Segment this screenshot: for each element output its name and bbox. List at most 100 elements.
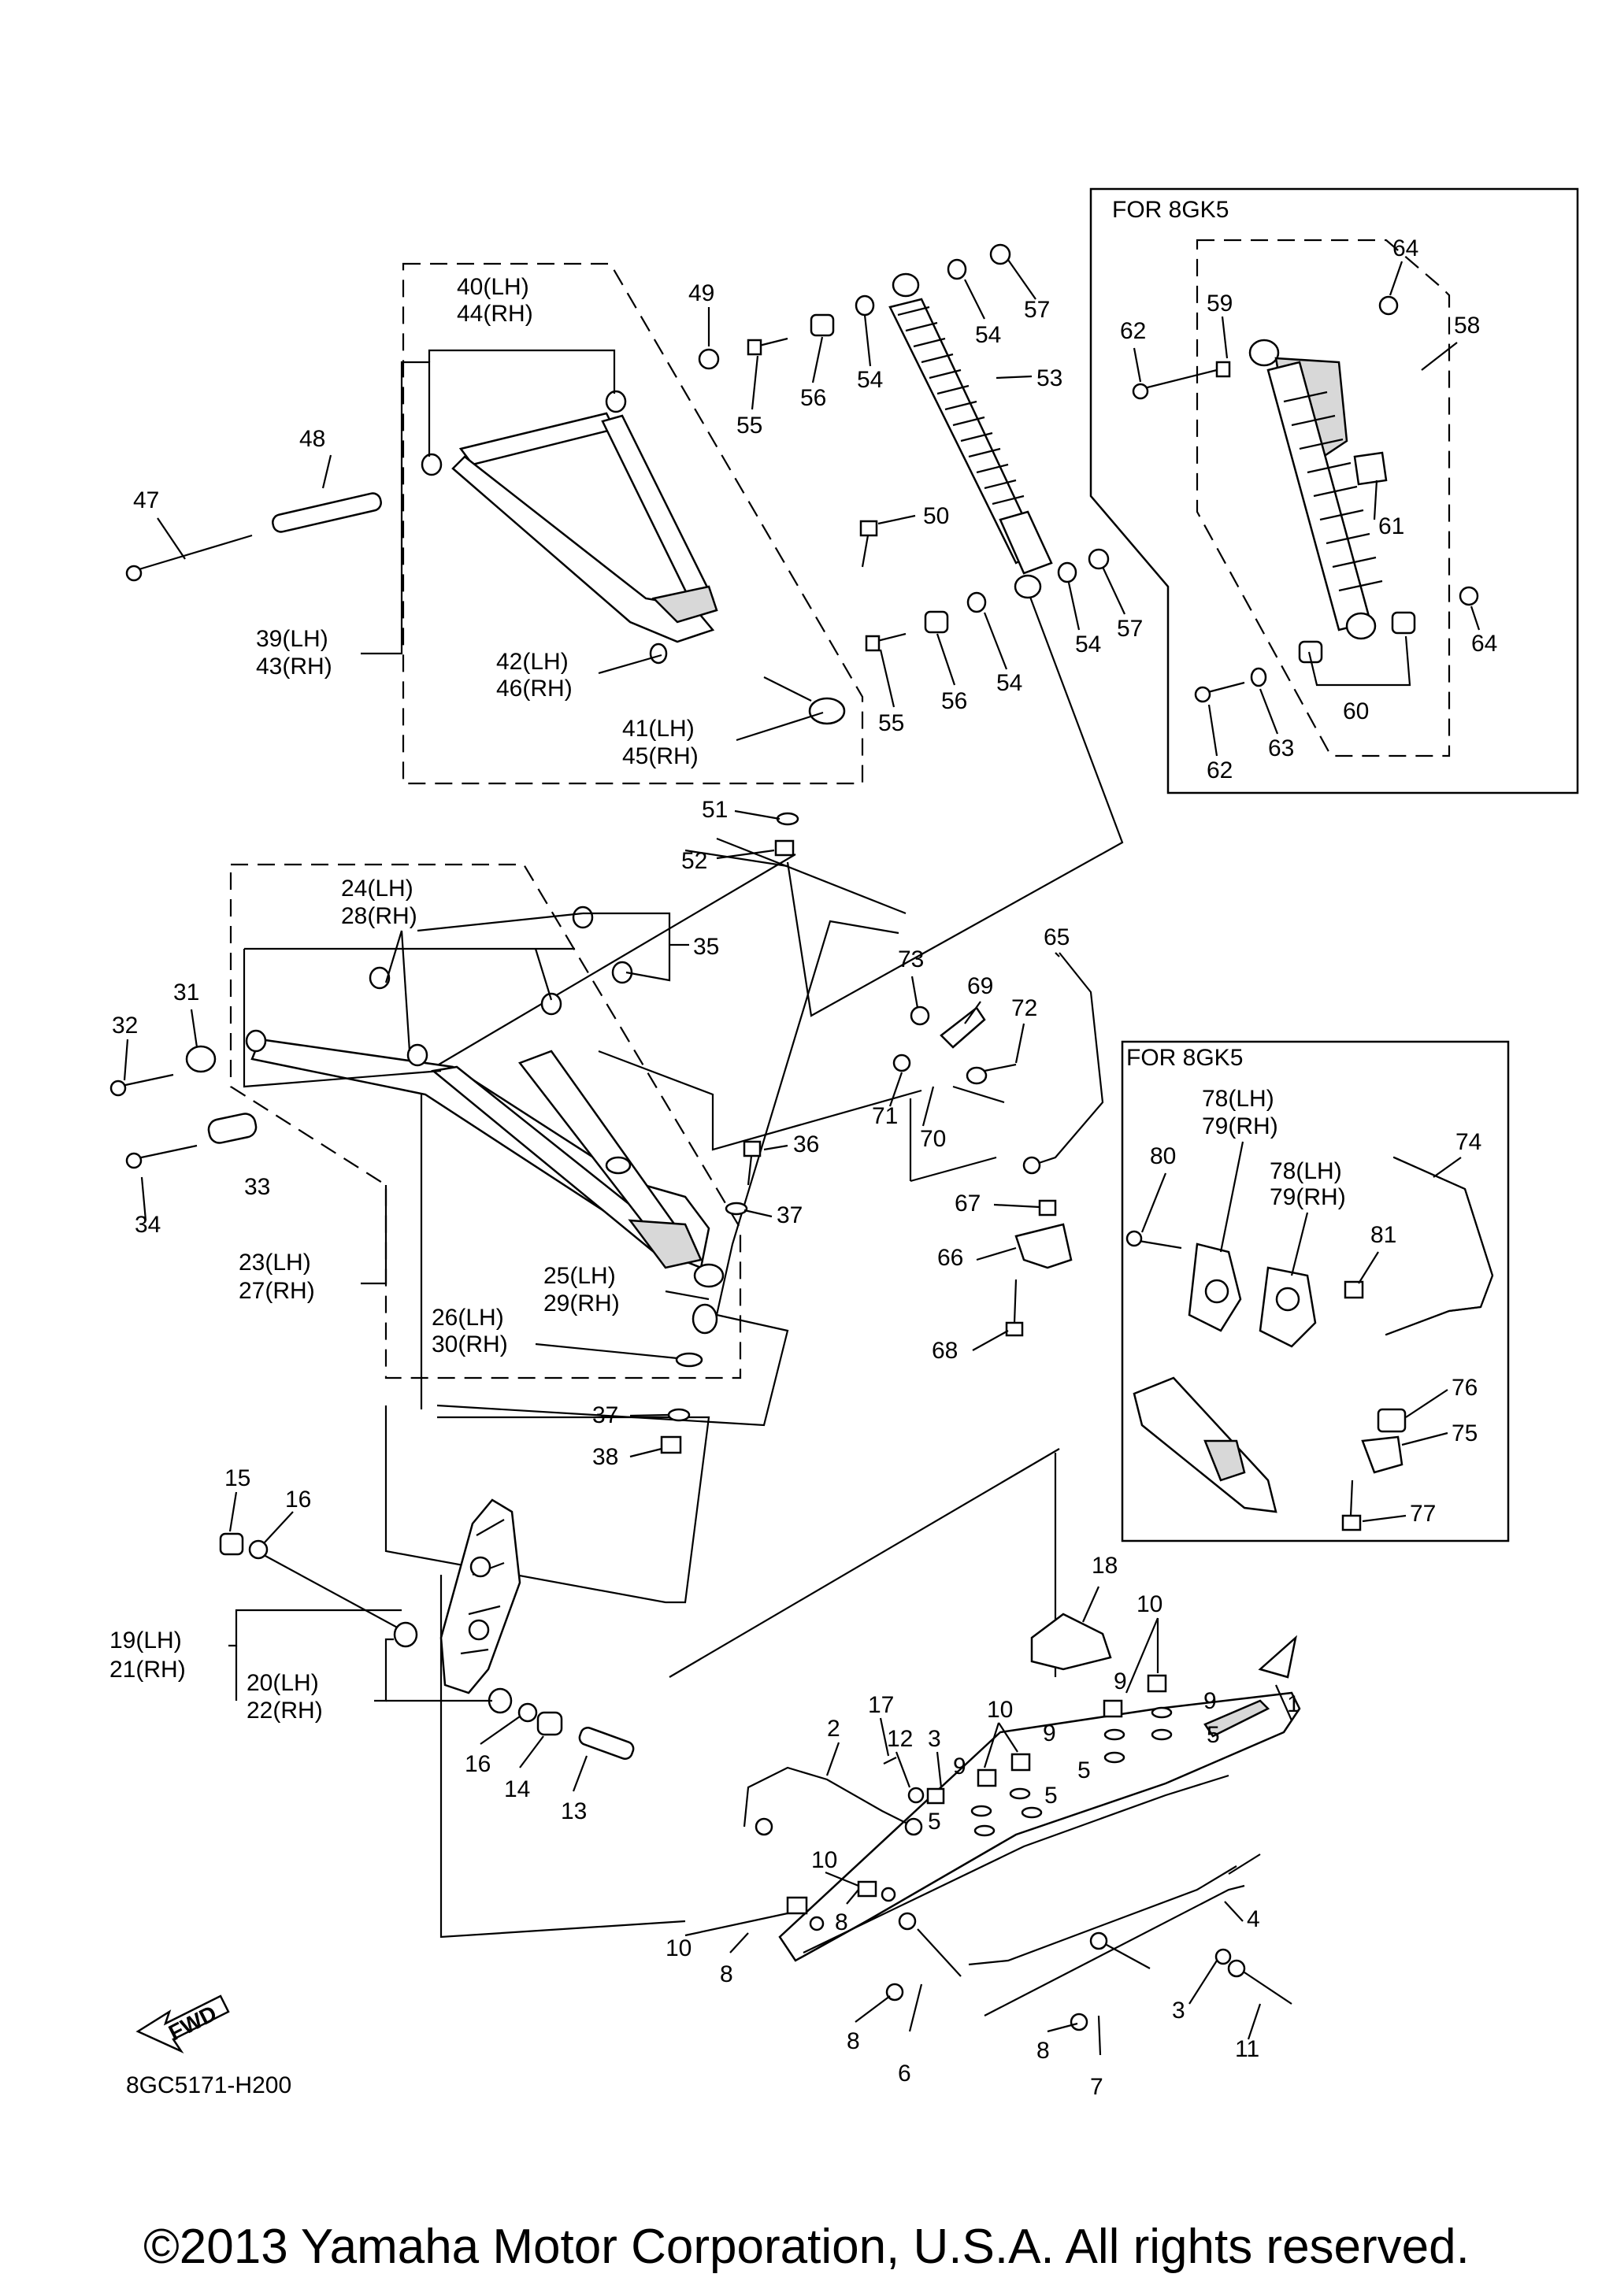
collar-33 [207,1113,258,1144]
callout-24: 24(LH) [341,876,413,902]
callout-81: 81 [1370,1222,1396,1248]
wear-bar-4 [984,1884,1245,2016]
bracket-75 [1341,1408,1407,1531]
assembly-lines [384,586,1124,1939]
bushing-15 [219,1532,244,1556]
washer-49 [698,348,720,370]
callout-31: 31 [173,980,199,1005]
ball-joint-26 [692,1303,718,1335]
callout-61: 61 [1378,513,1404,539]
callout-47: 47 [133,487,159,513]
callout-62: 62 [1120,318,1146,344]
callout-77: 77 [1410,1501,1436,1527]
callout-80: 80 [1150,1143,1176,1169]
callout-54: 54 [975,322,1001,348]
washer-30 [675,1352,703,1368]
callout-51: 51 [702,797,728,823]
callout-63: 63 [1268,735,1294,761]
callout-42: 42(LH) [496,649,569,675]
washer-16a [248,1539,269,1560]
callout-30: 30(RH) [432,1331,508,1357]
callout-64: 64 [1392,235,1418,261]
bolt-32 [109,1073,174,1097]
callout-23: 23(LH) [239,1250,311,1276]
callout-38: 38 [592,1444,618,1470]
callout-10: 10 [666,1935,692,1961]
callout-5: 5 [1044,1783,1058,1809]
callout-71: 71 [872,1103,898,1129]
callout-labels: 1 2 3 3 4 5 5 5 5 6 7 8 8 8 8 9 9 9 9 10… [109,235,1497,2100]
callout-37: 37 [592,1402,618,1428]
callout-33: 33 [244,1174,270,1200]
callout-41: 41(LH) [622,716,695,742]
spindle-19 [439,1498,521,1694]
callout-73: 73 [898,946,924,972]
callout-leaders [123,259,1481,2056]
callout-10: 10 [811,1847,837,1873]
tie-rod-65 [1022,952,1104,1175]
callout-16: 16 [465,1751,491,1777]
callout-9: 9 [1203,1688,1217,1714]
callout-54: 54 [857,367,883,393]
callout-39: 39(LH) [256,626,328,652]
callout-12: 12 [887,1726,913,1752]
nut-38 [660,1435,682,1454]
callout-6: 6 [898,2061,911,2087]
callout-21: 21(RH) [109,1657,186,1683]
arm-detail [1133,1376,1277,1513]
callout-18: 18 [1092,1553,1118,1579]
bushings-35 [245,905,633,1067]
callout-74: 74 [1455,1129,1481,1155]
shaft-47 [125,534,253,582]
callout-37: 37 [777,1202,803,1228]
callout-55: 55 [736,413,762,439]
callout-36: 36 [793,1131,819,1157]
callout-75: 75 [1452,1420,1478,1446]
variant-box-title-2: FOR 8GK5 [1126,1045,1243,1071]
drawing-code: 8GC5171-H200 [126,2072,291,2098]
callout-69: 69 [967,973,993,999]
bolt-34 [125,1144,198,1169]
callout-43: 43(RH) [256,654,332,680]
callout-57: 57 [1024,297,1050,323]
callout-46: 46(RH) [496,676,573,702]
shock-hardware-top [747,243,1011,356]
callout-60: 60 [1343,698,1369,724]
washer-37a [725,1202,748,1216]
callout-76: 76 [1452,1375,1478,1401]
callout-8: 8 [1036,2038,1050,2064]
bolt-36 [743,1140,762,1186]
callout-32: 32 [112,1013,138,1039]
callout-56: 56 [800,385,826,411]
callout-9: 9 [1114,1668,1127,1694]
callout-79: 79(RH) [1270,1184,1346,1210]
callout-48: 48 [299,426,325,452]
upper-a-arm [451,412,718,665]
callout-5: 5 [928,1809,941,1835]
link-69 [892,1005,1017,1104]
fwd-arrow-icon: FWD [135,1994,230,2053]
callout-26: 26(LH) [432,1305,504,1331]
callout-17: 17 [868,1692,894,1718]
callout-8: 8 [720,1961,733,1987]
collar-48 [272,492,382,533]
callout-10: 10 [987,1697,1013,1723]
callout-35: 35 [693,934,719,960]
callout-25: 25(LH) [543,1263,616,1289]
callout-9: 9 [1043,1720,1056,1746]
ski-assembly [778,1613,1301,1966]
callout-5: 5 [1077,1757,1091,1783]
copyright-notice: ©2013 Yamaha Motor Corporation, U.S.A. A… [143,2220,1470,2274]
callout-1: 1 [1287,1691,1300,1717]
pin-13 [578,1726,635,1761]
callout-52: 52 [681,848,707,874]
bushing-upper-1 [421,453,443,476]
callout-13: 13 [561,1798,587,1824]
callout-72: 72 [1011,995,1037,1021]
lower-a-arm [250,1038,725,1288]
callout-34: 34 [135,1212,161,1238]
variant-box-title: FOR 8GK5 [1112,197,1229,223]
bracket-66 [1005,1199,1073,1337]
callout-70: 70 [920,1126,946,1152]
